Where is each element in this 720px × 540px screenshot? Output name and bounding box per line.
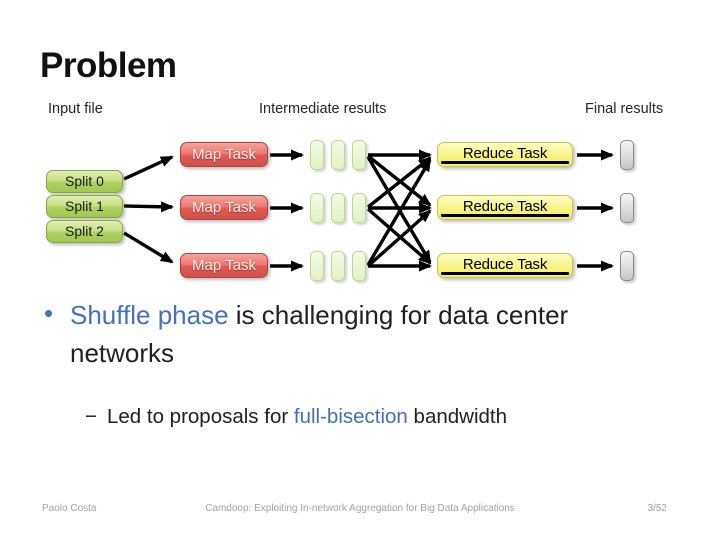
arrow-shuffle-bars0-reduce2 (366, 156, 432, 264)
split-2-box: Split 2 (46, 220, 123, 243)
slide-title: Problem (40, 46, 177, 85)
reduce-task-1-box: Reduce Task (437, 195, 573, 220)
column-label-input-file: Input file (48, 101, 103, 117)
footer-author: Paolo Costa (42, 503, 97, 514)
sub-bullet-pre-text: Led to proposals for (106, 405, 294, 428)
split-1-box: Split 1 (46, 195, 123, 218)
map-task-2-box: Map Task (180, 253, 268, 278)
footer-deck-title: Camdoop: Exploiting In-network Aggregati… (205, 503, 515, 514)
arrow-split0-to-map0 (123, 155, 174, 181)
arrow-shuffle-bars1-reduce0 (366, 156, 432, 209)
reduce-task-label: Reduce Task (462, 256, 548, 273)
map-task-1-box: Map Task (180, 195, 268, 220)
column-label-intermediate-results: Intermediate results (259, 101, 387, 117)
reduce-task-2-box: Reduce Task (437, 253, 573, 278)
intermediate-bar (310, 193, 324, 223)
reduce-task-underline (441, 161, 569, 164)
bullet-shuffle-phase: • Shuffle phase is challenging for data c… (44, 296, 670, 372)
intermediate-bar (310, 251, 324, 281)
column-label-final-results: Final results (585, 101, 664, 117)
intermediate-bar (310, 140, 324, 170)
bullet-highlight-text: Shuffle phase (70, 300, 229, 330)
arrow-split2-to-map2 (123, 231, 174, 264)
arrow-shuffle-bars1-reduce2 (366, 207, 432, 265)
bullet-rest-text: is challenging for data center networks (70, 300, 569, 368)
arrow-shuffle-bars2-reduce1 (366, 209, 432, 268)
reduce-task-0-box: Reduce Task (437, 142, 573, 167)
reduce-task-underline (441, 272, 569, 275)
reduce-task-underline (441, 214, 569, 217)
intermediate-bar (352, 193, 366, 223)
split-0-box: Split 0 (46, 170, 123, 193)
sub-bullet-post-text: bandwidth (407, 405, 508, 428)
reduce-task-label: Reduce Task (462, 145, 548, 162)
map-task-0-box: Map Task (180, 142, 268, 167)
final-result-2-box (620, 251, 634, 281)
bullet-marker: • (44, 298, 54, 328)
sub-bullet-marker: − (85, 405, 97, 428)
reduce-task-label: Reduce Task (462, 198, 548, 215)
intermediate-bar (331, 193, 345, 223)
intermediate-bar (331, 140, 345, 170)
arrow-shuffle-bars0-reduce1 (366, 154, 432, 207)
intermediate-bar (352, 140, 366, 170)
final-result-0-box (620, 140, 634, 170)
intermediate-bar (352, 251, 366, 281)
final-result-1-box (620, 193, 634, 223)
intermediate-bar (331, 251, 345, 281)
arrow-shuffle-bars2-reduce0 (366, 158, 432, 266)
footer-page-number: 3/52 (647, 503, 667, 514)
sub-bullet-highlight-text: full-bisection (293, 405, 408, 428)
sub-bullet-full-bisection: −Led to proposals for full-bisection ban… (85, 405, 665, 429)
arrow-split1-to-map1 (123, 201, 174, 213)
